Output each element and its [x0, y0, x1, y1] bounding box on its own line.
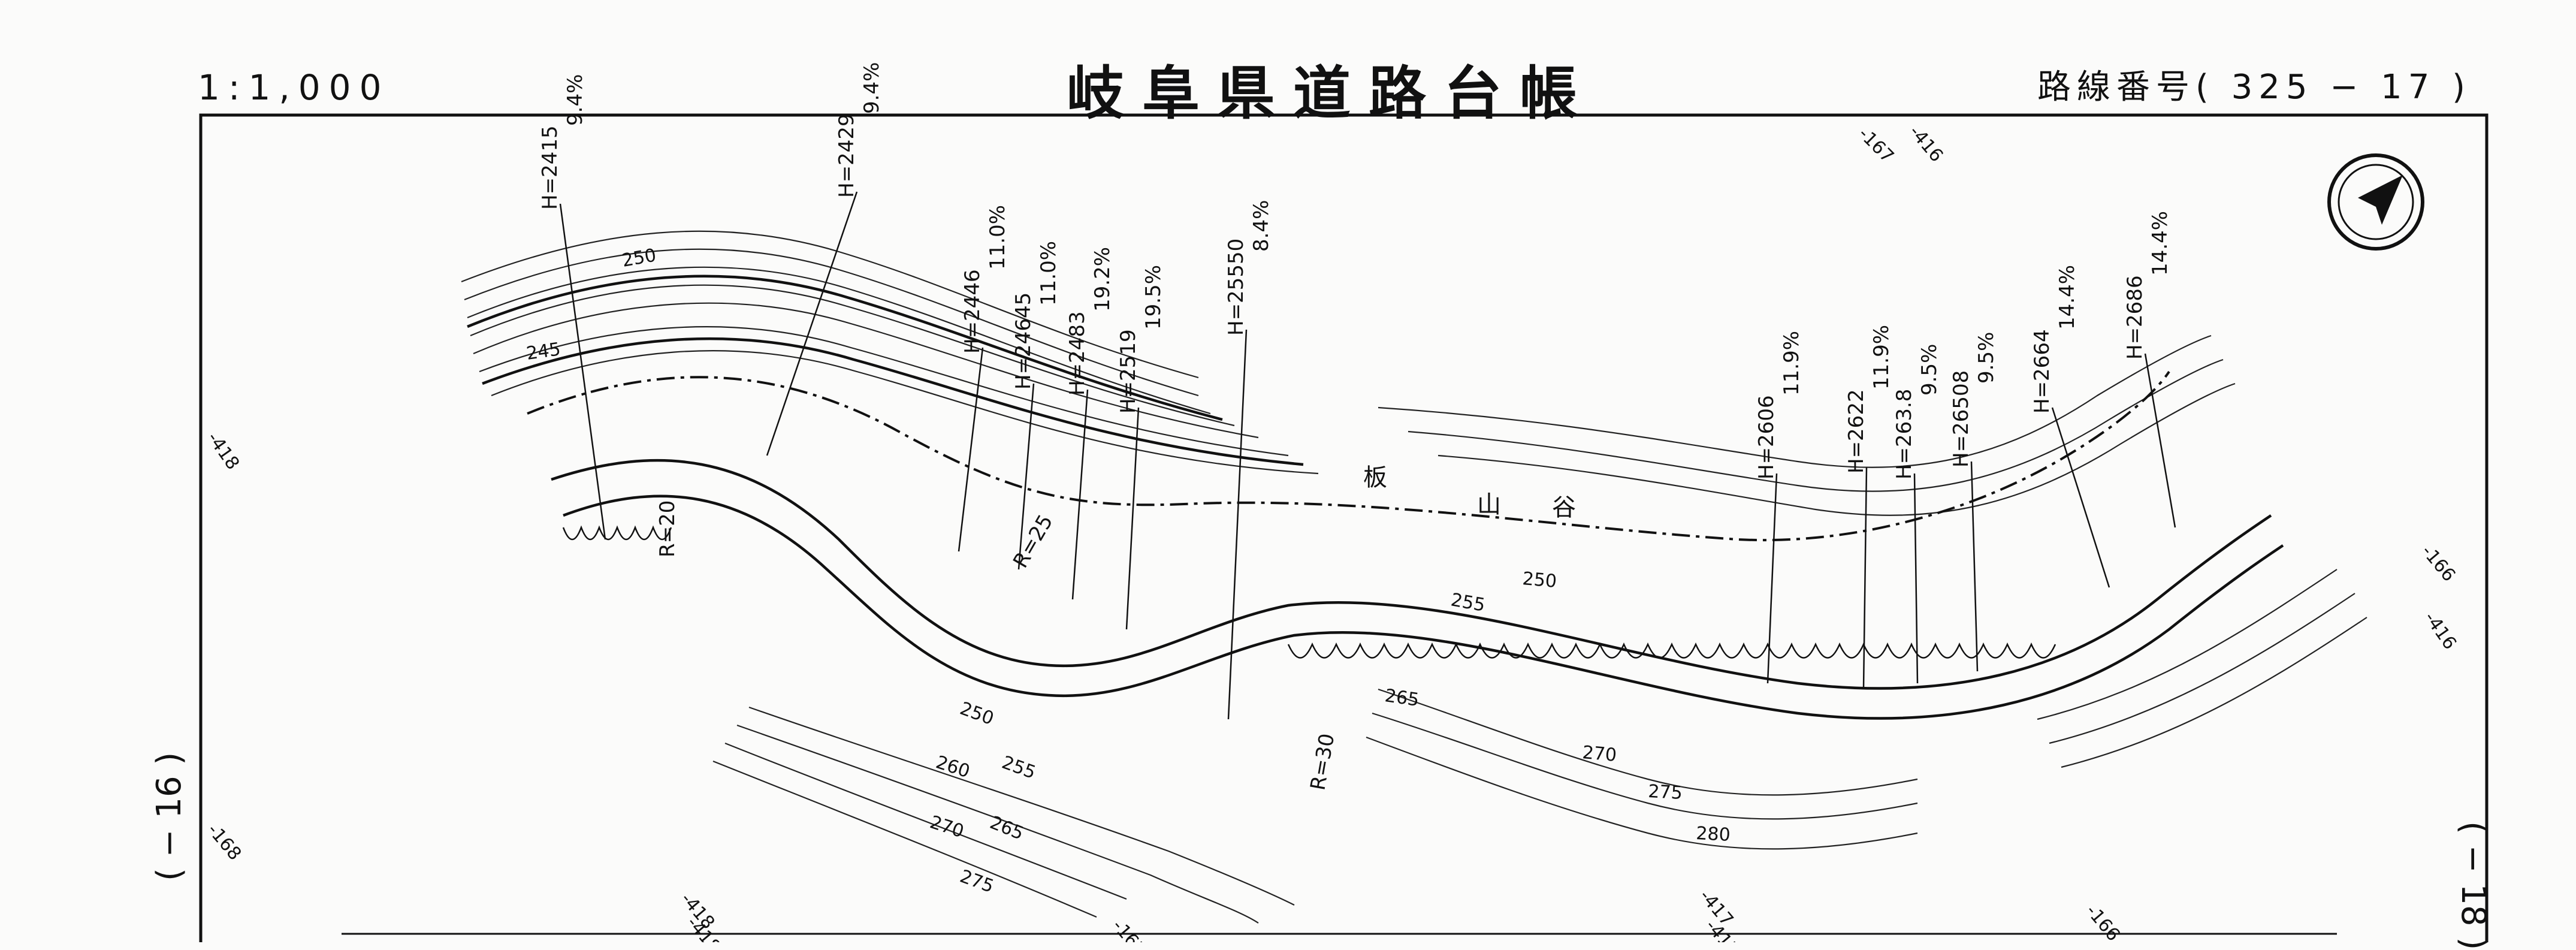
north-arrow-icon — [2327, 153, 2424, 251]
place-name-itayamadani: 板山 谷 — [1363, 464, 1576, 521]
contour-elevation-label: 250 — [620, 245, 657, 271]
contour-elevation-label: 265 — [987, 812, 1026, 845]
slope-annotations: H=24159.4%H=24299.4%H=244611.0%H=2464511… — [538, 62, 2176, 720]
curve-radius-label: R=25 — [1008, 511, 1058, 572]
grid-coordinate-label: -418 — [203, 429, 243, 474]
slope-grade-label: 9.4% — [860, 62, 884, 114]
grid-coordinate-labels: -167-416-418-166-416-168-418-167-417-166… — [203, 122, 2460, 942]
contour-lines-lower — [712, 569, 2367, 924]
contour-elevation-label: 275 — [1648, 781, 1683, 804]
place-name-char: 山 — [1477, 491, 1501, 518]
road-edges — [551, 459, 2284, 720]
curve-radius-label: R=30 — [1306, 732, 1339, 792]
slope-height-label: H=2664 — [2030, 329, 2054, 414]
contour-elevation-label: 260 — [934, 752, 973, 782]
slope-grade-label: 9.5% — [1917, 344, 1941, 396]
contour-lines-upper-right — [1378, 334, 2236, 516]
slope-height-label: H=2483 — [1065, 311, 1089, 396]
slope-height-label: H=2519 — [1116, 329, 1140, 414]
contour-elevation-label: 270 — [1581, 742, 1617, 766]
route-number: 路線番号( 325 − 17 ) — [2037, 68, 2471, 107]
slope-grade-label: 11.9% — [1870, 325, 1894, 390]
slope-grade-label: 9.5% — [1974, 332, 1998, 384]
slope-grade-label: 9.4% — [563, 74, 587, 126]
slope-leader-line — [1017, 383, 1035, 570]
contour-elevation-label: 245 — [525, 339, 562, 364]
slope-grade-label: 14.4% — [2148, 211, 2172, 276]
slope-leader-line — [1071, 389, 1089, 600]
grid-coordinate-label: -167 — [1854, 123, 1898, 167]
slope-height-label: H=2429 — [835, 113, 859, 198]
stream-centerline — [527, 370, 2170, 542]
slope-leader-line — [1766, 473, 1778, 684]
curve-radius-label: R=20 — [656, 500, 680, 557]
slope-grade-label: 19.5% — [1141, 265, 1165, 330]
place-name-char: 谷 — [1552, 494, 1576, 521]
slope-height-label: H=2606 — [1754, 395, 1778, 479]
slope-leader-line — [766, 191, 858, 456]
slope-leader-line — [559, 203, 606, 540]
map-frame — [199, 113, 2489, 942]
contour-elevation-label: 270 — [928, 812, 967, 842]
slope-height-label: H=263.8 — [1892, 389, 1916, 479]
grid-coordinate-label: -166 — [2082, 901, 2124, 942]
grid-coordinate-label: -416 — [2420, 608, 2460, 654]
slope-height-label: H=26508 — [1949, 370, 1973, 468]
slope-leader-line — [1125, 407, 1140, 630]
slope-height-label: H=2446 — [961, 269, 985, 354]
slope-leader-line — [1970, 461, 1979, 672]
slope-height-label: H=25550 — [1224, 239, 1248, 336]
slope-grade-label: 11.9% — [1780, 331, 1804, 396]
slope-leader-line — [1913, 473, 1919, 684]
slope-grade-label: 11.0% — [1037, 241, 1061, 306]
slope-height-label: H=2686 — [2123, 275, 2147, 360]
slope-hachures — [562, 525, 2056, 659]
contour-elevation-label: 265 — [1384, 685, 1421, 711]
contour-lines-upper — [461, 230, 1319, 475]
slope-grade-label: 19.2% — [1091, 247, 1115, 312]
grid-coordinate-label: -166 — [2417, 541, 2460, 586]
slope-leader-line — [1227, 329, 1248, 720]
contour-elevation-label: 250 — [1521, 568, 1557, 592]
grid-coordinate-label: -168 — [203, 820, 246, 865]
slope-grade-label: 14.4% — [2055, 265, 2079, 330]
contour-elevation-label: 255 — [1449, 589, 1487, 616]
slope-leader-line — [2144, 353, 2176, 528]
slope-height-label: H=2415 — [538, 125, 562, 210]
contour-elevation-label: 250 — [957, 698, 996, 729]
slope-height-label: H=2622 — [1844, 389, 1868, 474]
contour-elevation-label: 280 — [1696, 823, 1731, 846]
map-scale: 1:1,000 — [198, 67, 390, 108]
grid-coordinate-label: -416 — [1905, 122, 1947, 167]
slope-leader-line — [958, 347, 984, 552]
slope-leader-line — [2051, 407, 2110, 588]
place-name-char: 板 — [1363, 464, 1387, 491]
grid-coordinate-label: -167 — [1108, 916, 1150, 942]
contour-elevation-label: 275 — [957, 866, 996, 897]
slope-height-label: H=24645 — [1011, 292, 1035, 390]
slope-grade-label: 11.0% — [986, 205, 1010, 270]
contour-index-lines — [467, 275, 1304, 466]
slope-leader-line — [1862, 467, 1868, 690]
contour-elevation-label: 255 — [999, 752, 1038, 783]
slope-grade-label: 8.4% — [1249, 200, 1273, 252]
